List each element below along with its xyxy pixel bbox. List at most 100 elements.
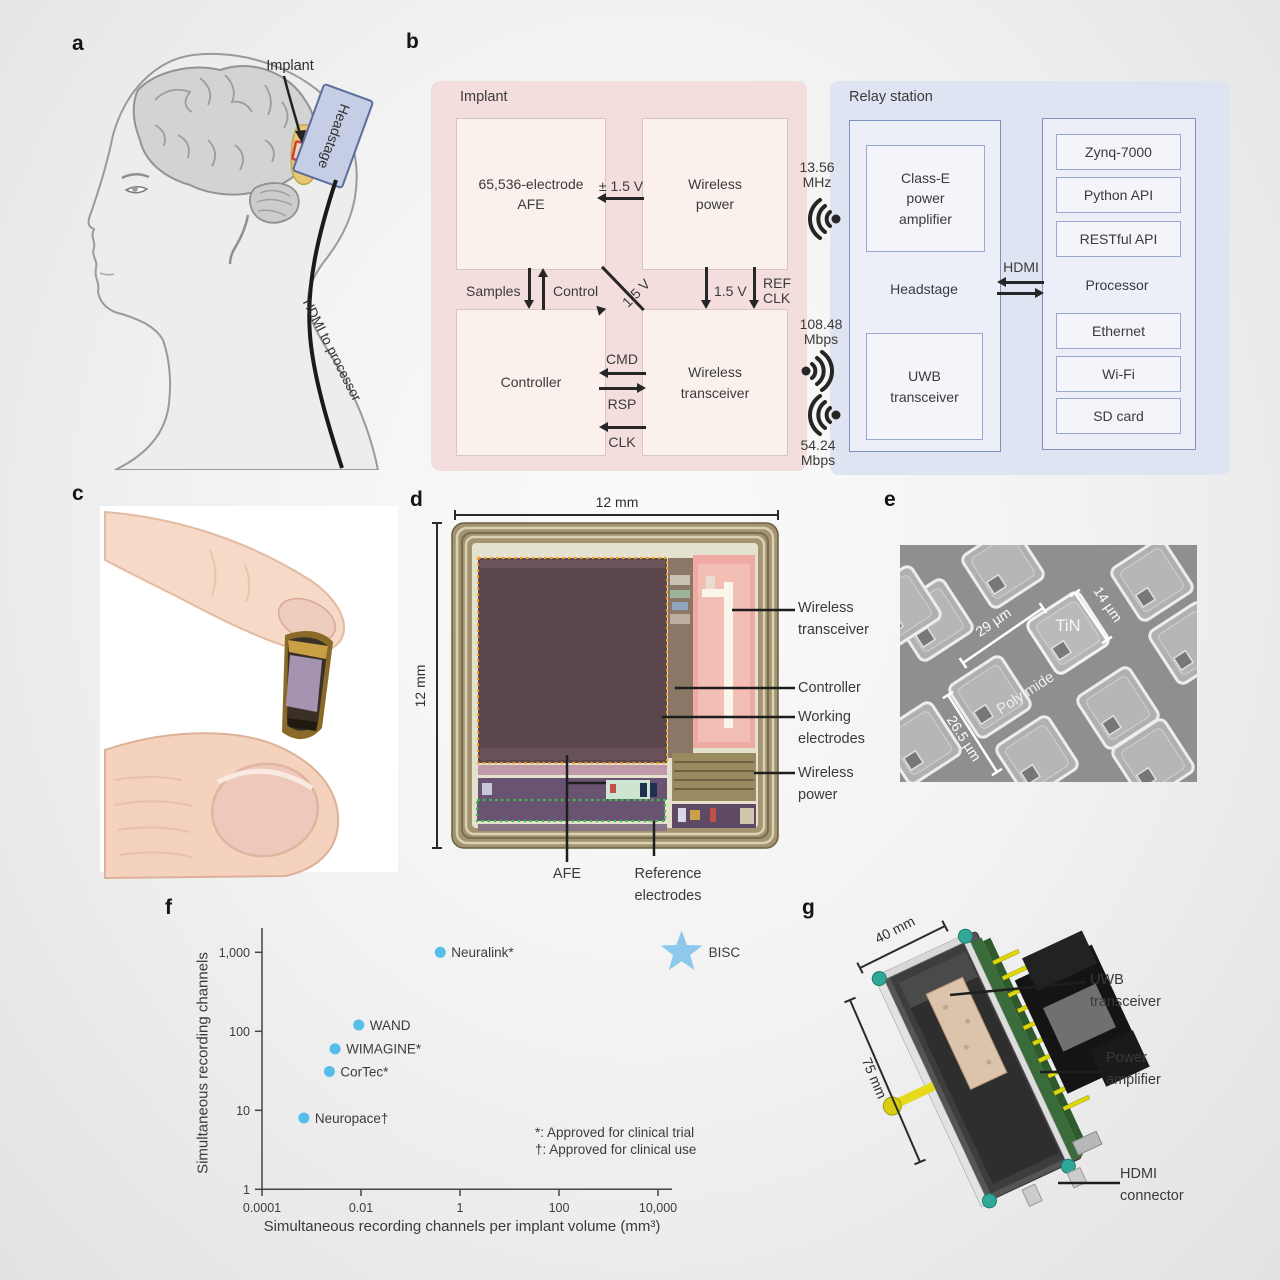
svg-text:0.0001: 0.0001 (243, 1201, 281, 1215)
cmd-arrow (608, 372, 646, 375)
refclk-label: REF CLK (763, 275, 791, 306)
thumbnail (210, 762, 320, 858)
svg-text:BISC: BISC (709, 945, 741, 960)
g-label-hdmi-connector: HDMI connector (1120, 1166, 1184, 1204)
die-photo (451, 522, 779, 849)
module-sd-card: SD card (1056, 398, 1181, 434)
svg-text:Neuropace†: Neuropace† (315, 1111, 389, 1126)
legend-note-trial: *: Approved for clinical trial (535, 1125, 695, 1140)
x-axis-label: Simultaneous recording channels per impl… (263, 1218, 661, 1235)
die-width-dim: 12 mm (596, 494, 639, 510)
hdmi-link-label: HDMI (1003, 259, 1039, 275)
processor-group-label: Processor (1085, 277, 1149, 293)
panel-letter-e: e (884, 488, 896, 511)
panel-letter-d: d (410, 488, 423, 511)
15v-arrow (705, 267, 708, 302)
panel-a-illustration: Headstage Implant HDMI to processor (87, 52, 380, 470)
svg-text:WAND: WAND (370, 1018, 411, 1033)
samples-arrow (528, 268, 531, 302)
g-label-power-amplifier: Power amplifier (1106, 1050, 1161, 1088)
panel-g-render: 40 mm 75 mm (844, 913, 1150, 1209)
cmd-label: CMD (606, 351, 638, 367)
headstage-device (871, 928, 1150, 1209)
svg-text:CorTec*: CorTec* (340, 1064, 389, 1079)
controller-block: Controller (456, 309, 606, 456)
data-point (434, 946, 446, 958)
die-label-wireless-transceiver: Wireless transceiver (798, 600, 869, 638)
svg-text:100: 100 (229, 1025, 250, 1039)
15v-label: 1.5 V (714, 283, 747, 299)
wireless-transceiver-block: Wireless transceiver (642, 309, 788, 456)
clk-label: CLK (608, 434, 636, 450)
svg-text:1: 1 (243, 1183, 250, 1197)
g-label-uwb: UWB transceiver (1090, 972, 1161, 1010)
module-zynq: Zynq-7000 (1056, 134, 1181, 170)
wireless-power-block: Wireless power (642, 118, 788, 270)
svg-text:0.01: 0.01 (349, 1201, 373, 1215)
class-e-block: Class-E power amplifier (866, 145, 985, 252)
svg-text:1: 1 (457, 1201, 464, 1215)
die-label-wireless-power: Wireless power (798, 765, 854, 803)
data-point (353, 1019, 365, 1031)
g-dim-75: 75 mm (859, 1055, 890, 1101)
implant-section-title: Implant (460, 89, 508, 105)
panel-letter-c: c (72, 482, 84, 505)
electrode-array (900, 545, 1197, 782)
y-axis-label: Simultaneous recording channels (194, 952, 212, 1174)
power-arrow (606, 197, 644, 200)
freq-label: 13.56 MHz (799, 159, 835, 190)
hdmi-arrow-left (1006, 281, 1044, 284)
panel-d-die: 12 mm 12 mm (412, 494, 795, 862)
svg-text:100: 100 (549, 1201, 570, 1215)
pm15v-label: ± 1.5 V (598, 178, 644, 194)
hdmi-arrow-right (997, 292, 1035, 295)
downlink-icon (801, 350, 835, 392)
implant-callout-label: Implant (266, 58, 314, 74)
relay-section-title: Relay station (849, 89, 933, 105)
panel-c-photo (100, 506, 398, 880)
die-dimension-lines (432, 510, 779, 849)
module-wifi: Wi-Fi (1056, 356, 1181, 392)
die-label-reference-electrodes: Reference electrodes (634, 866, 702, 904)
panel-letter-f: f (165, 896, 172, 919)
sem-image: 29 µm 14 µm 26.5 µm TiN Polyimide (900, 545, 1197, 782)
die-label-afe: AFE (552, 866, 582, 882)
working-electrodes-outline (476, 556, 669, 765)
uplink-label: 54.24 Mbps (800, 437, 836, 468)
wireless-power-icon (807, 198, 841, 240)
g-dimension-lines (844, 920, 949, 1166)
die-label-controller: Controller (798, 680, 861, 696)
brain-illustration (132, 65, 317, 265)
die-leader-lines (565, 608, 795, 862)
afe-block: 65,536-electrode AFE (456, 118, 606, 270)
svg-text:10,000: 10,000 (639, 1201, 677, 1215)
index-finger (104, 510, 346, 654)
clk-arrow (608, 426, 646, 429)
module-python-api: Python API (1056, 177, 1181, 213)
control-arrow (542, 276, 545, 310)
legend-note-use: †: Approved for clinical use (535, 1142, 697, 1157)
sem-label-tin: TiN (1055, 617, 1080, 635)
headstage-group-label: Headstage (890, 281, 958, 297)
samples-label: Samples (466, 283, 521, 299)
downlink-label: 108.48 Mbps (799, 316, 843, 347)
bisc-star-marker (660, 930, 703, 971)
data-point (329, 1043, 341, 1055)
rsp-label: RSP (607, 396, 637, 412)
panel-letter-a: a (72, 32, 84, 55)
die-label-working-electrodes: Working electrodes (798, 709, 865, 747)
svg-text:Neuralink*: Neuralink* (451, 945, 514, 960)
refclk-arrow (753, 267, 756, 302)
uplink-icon (807, 394, 841, 436)
hdmi-cable (307, 179, 344, 469)
panel-e-sem: 29 µm 14 µm 26.5 µm TiN Polyimide (900, 545, 1197, 782)
headstage-box: Headstage (292, 83, 374, 189)
hdmi-port (1071, 1130, 1103, 1156)
svg-text:1,000: 1,000 (219, 946, 250, 960)
module-restful-api: RESTful API (1056, 221, 1181, 257)
data-point (298, 1112, 310, 1124)
processor-group-box (1042, 118, 1196, 450)
brainstem-icon (228, 214, 250, 265)
